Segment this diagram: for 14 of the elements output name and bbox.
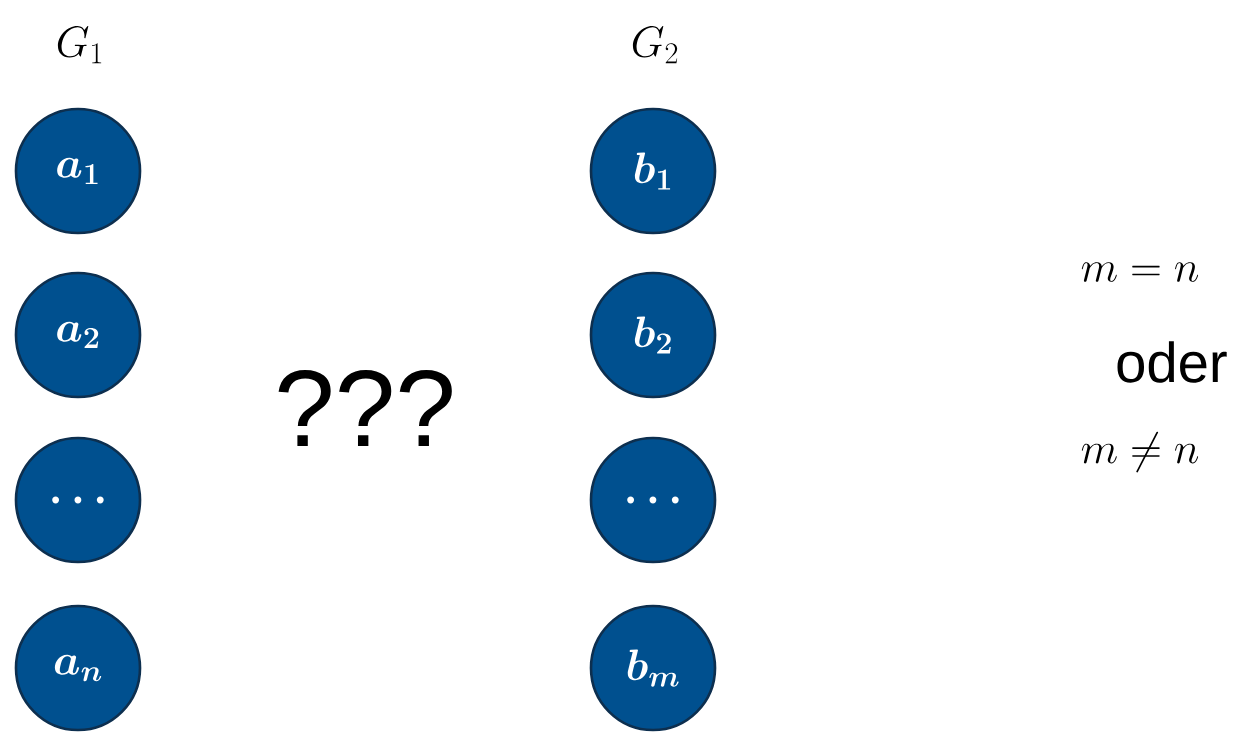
math-label: $G_2$ <box>632 25 678 64</box>
circle-node: $a_2$ <box>14 271 142 399</box>
circle-node: $\ldots$ <box>14 436 142 564</box>
circle-node: $b_1$ <box>589 107 717 235</box>
text-label: ??? <box>278 370 452 447</box>
circle-node: $a_1$ <box>14 107 142 235</box>
math-label: $m \neq n$ <box>1081 431 1199 473</box>
circle-node: $b_2$ <box>589 271 717 399</box>
math-label: $m = n$ <box>1081 262 1199 282</box>
circle-node: $a_n$ <box>14 604 142 732</box>
circle-node: $\ldots$ <box>589 436 717 564</box>
text-label: oder <box>1117 341 1227 383</box>
circle-node: $b_m$ <box>589 604 717 732</box>
math-label: $G_1$ <box>57 25 102 64</box>
